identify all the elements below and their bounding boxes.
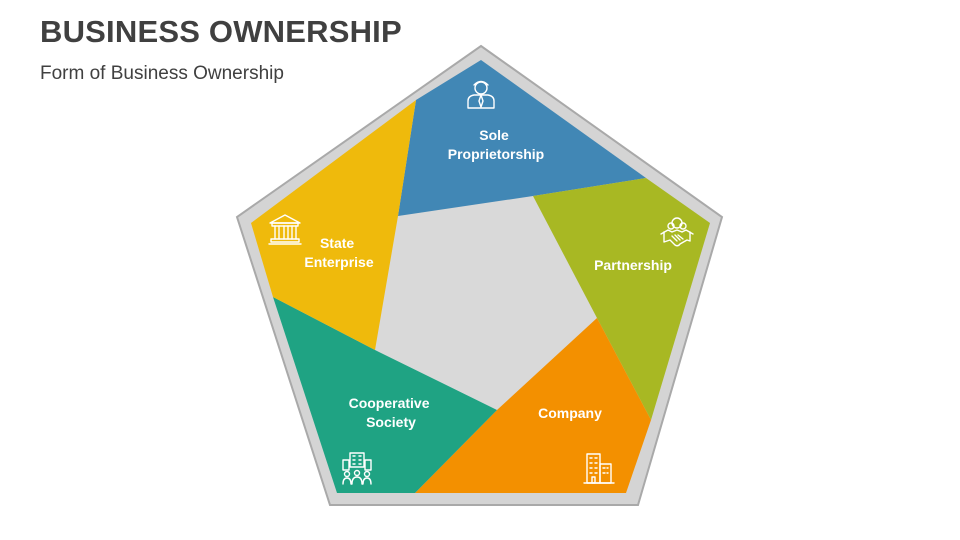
- office-buildings-icon: [583, 453, 615, 484]
- label-partnership: Partnership: [594, 257, 672, 273]
- label-partnership-line1: Partnership: [594, 257, 672, 273]
- handshake-icon: [660, 217, 694, 247]
- label-sole-proprietorship: Sole Proprietorship: [448, 127, 544, 162]
- label-state-line2: Enterprise: [304, 254, 373, 270]
- segment-company[interactable]: [415, 318, 651, 493]
- segment-partnership[interactable]: [533, 178, 710, 420]
- people-building-icon: [342, 452, 372, 485]
- label-cooperative-line1: Cooperative: [349, 395, 430, 411]
- label-cooperative-line2: Society: [366, 414, 416, 430]
- segment-state-enterprise[interactable]: [251, 100, 416, 350]
- label-cooperative-society: Cooperative Society: [349, 395, 434, 430]
- label-sole-line2: Proprietorship: [448, 146, 544, 162]
- businessman-icon: [467, 80, 495, 109]
- slide-title: BUSINESS OWNERSHIP: [40, 14, 402, 49]
- segment-cooperative-society[interactable]: [273, 297, 497, 493]
- label-state-enterprise: State Enterprise: [304, 235, 373, 270]
- segment-sole-proprietorship[interactable]: [398, 60, 646, 216]
- label-sole-line1: Sole: [479, 127, 509, 143]
- label-company: Company: [538, 405, 602, 421]
- label-state-line1: State: [320, 235, 354, 251]
- pentagon-center: [375, 196, 597, 410]
- slide-subtitle: Form of Business Ownership: [40, 63, 284, 84]
- government-building-icon: [268, 214, 302, 245]
- label-company-line1: Company: [538, 405, 602, 421]
